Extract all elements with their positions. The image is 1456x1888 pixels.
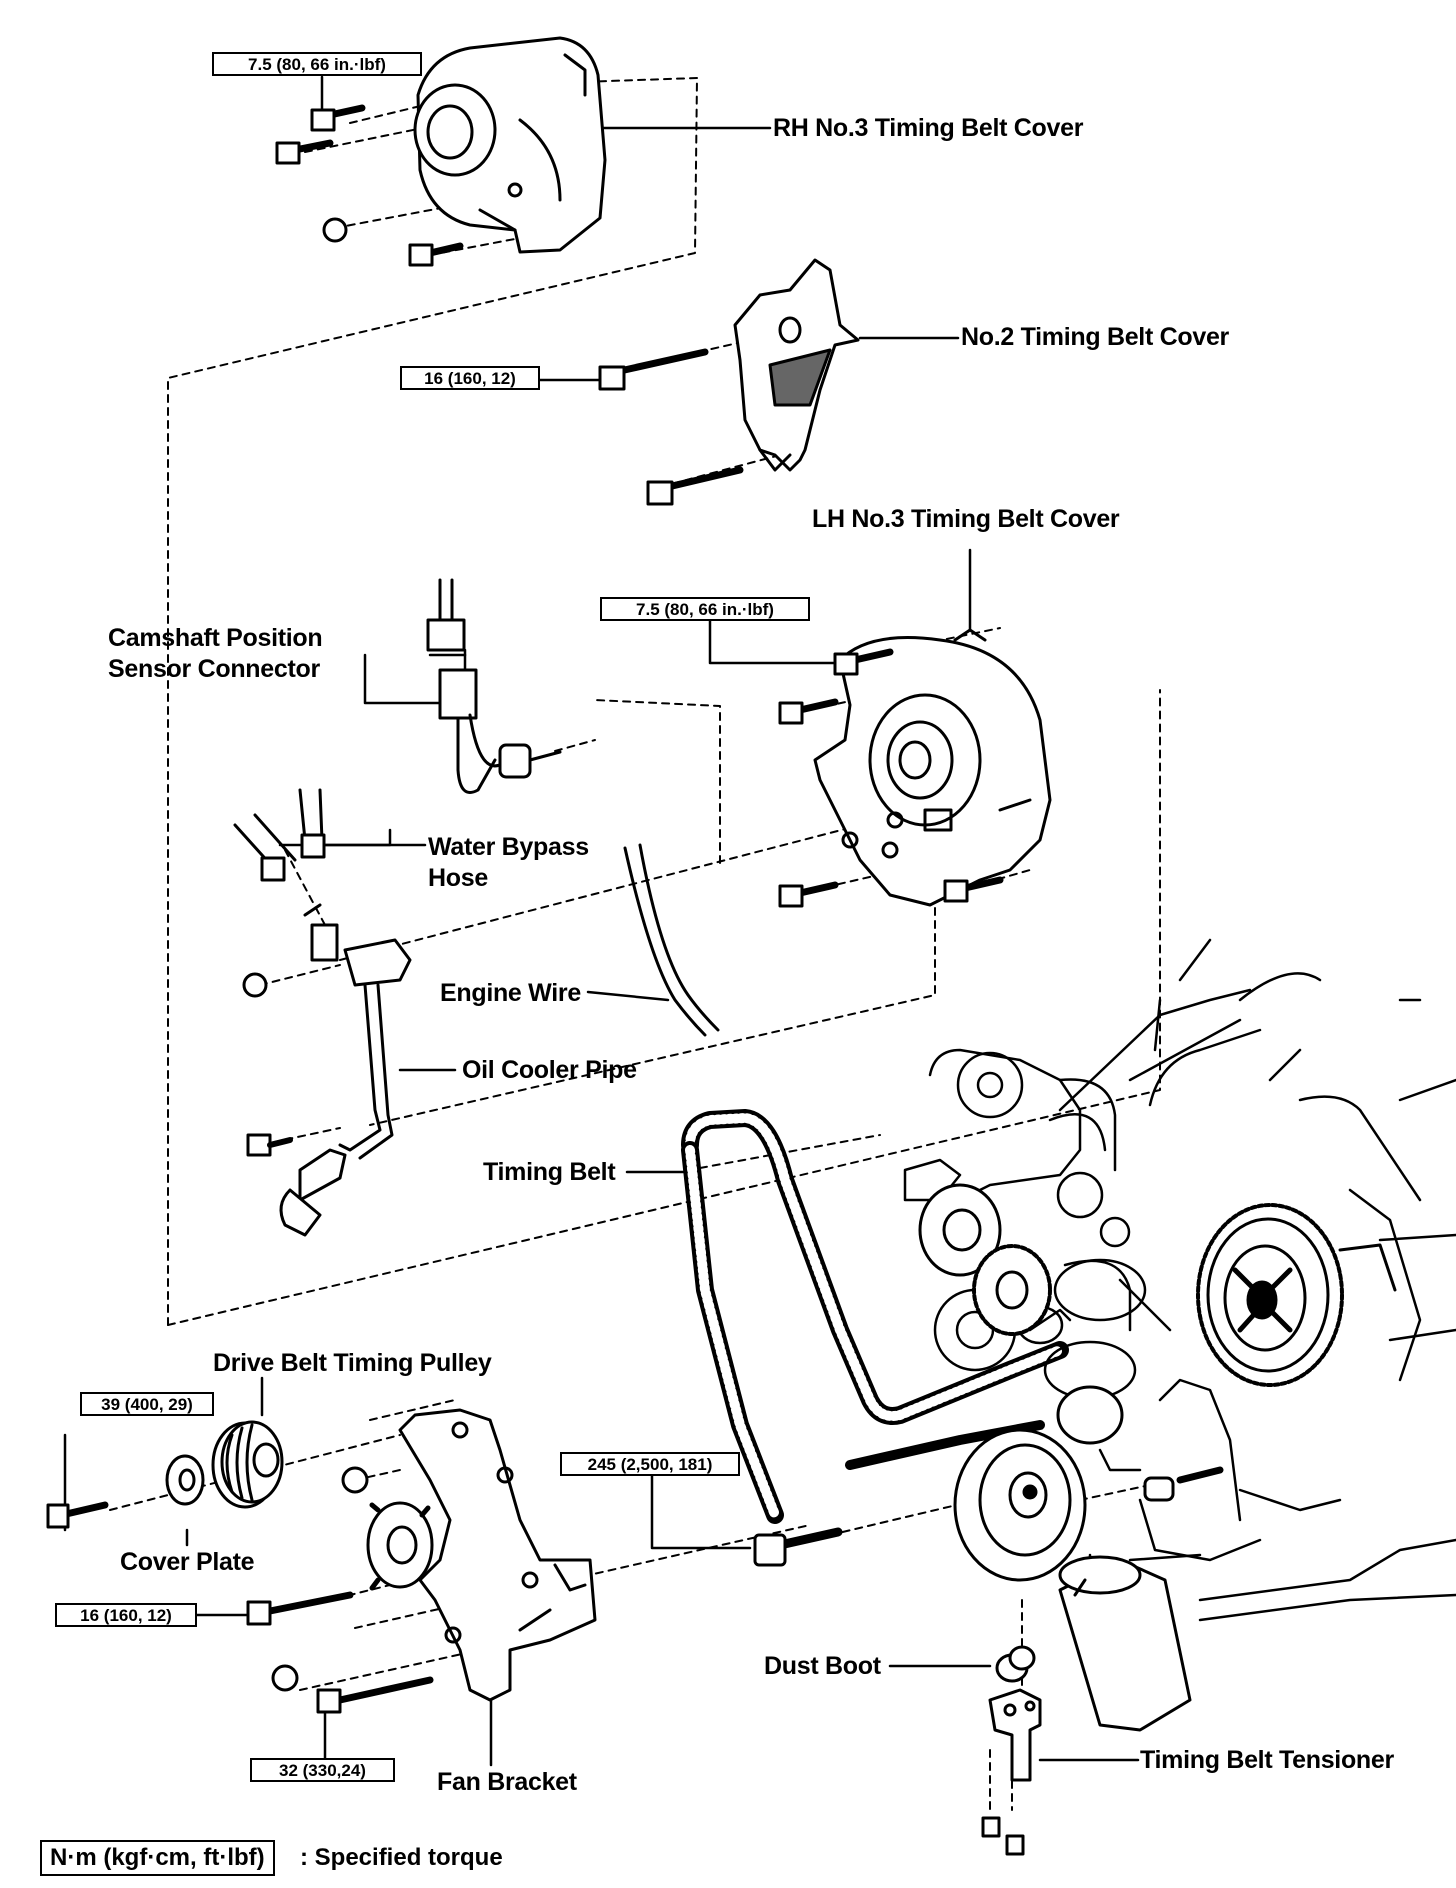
label-oil-cooler-pipe: Oil Cooler Pipe	[462, 1056, 637, 1084]
dust-boot-part	[995, 1645, 1036, 1683]
torque-box-bracket-bolt: 16 (160, 12)	[55, 1603, 197, 1627]
label-timing-belt-tensioner: Timing Belt Tensioner	[1140, 1746, 1394, 1774]
idler-pulleys	[918, 1183, 1124, 1445]
label-lh-no3-timing-belt-cover: LH No.3 Timing Belt Cover	[812, 505, 1120, 533]
torque-box-crank-bolt: 245 (2,500, 181)	[560, 1452, 740, 1476]
camshaft-timing-pulley-right	[1196, 1203, 1397, 1387]
oil-cooler-pipe-part	[242, 903, 412, 1237]
label-water-bypass-line2: Hose	[428, 864, 488, 892]
torque-box-lh-cover: 7.5 (80, 66 in.·lbf)	[600, 597, 810, 621]
timing-belt-part	[681, 1109, 1069, 1524]
legend-torque-unit-box: N·m (kgf·cm, ft·lbf)	[40, 1840, 275, 1876]
label-camshaft-sensor-line1: Camshaft Position	[108, 624, 323, 652]
crank-bolt-part	[753, 1466, 1224, 1567]
lh-no3-cover-part	[813, 628, 1052, 907]
timing-belt-tensioner-part	[981, 1688, 1042, 1856]
torque-box-pulley-bolt: 39 (400, 29)	[80, 1392, 214, 1416]
no2-cover-bolts	[598, 348, 744, 506]
label-no2-timing-belt-cover: No.2 Timing Belt Cover	[961, 323, 1229, 351]
camshaft-sensor-part	[426, 578, 562, 794]
rh-cover-bolts	[275, 104, 464, 267]
label-rh-no3-timing-belt-cover: RH No.3 Timing Belt Cover	[773, 114, 1084, 142]
label-dust-boot: Dust Boot	[764, 1652, 881, 1680]
label-timing-belt: Timing Belt	[483, 1158, 616, 1186]
fan-bracket-bolts	[246, 1466, 434, 1714]
crankshaft-pulley	[953, 1428, 1087, 1582]
label-fan-bracket: Fan Bracket	[437, 1768, 577, 1796]
drive-belt-pulley-part	[211, 1420, 284, 1509]
fan-bracket-part	[366, 1408, 597, 1702]
engine-block	[903, 938, 1456, 1622]
pulley-bolt-part	[46, 1501, 109, 1529]
label-camshaft-sensor-line2: Sensor Connector	[108, 655, 320, 683]
torque-box-no2-cover: 16 (160, 12)	[400, 366, 540, 390]
oil-filter	[1058, 1555, 1192, 1732]
water-bypass-hose-part	[233, 788, 326, 882]
label-cover-plate: Cover Plate	[120, 1548, 255, 1576]
label-drive-belt-timing-pulley: Drive Belt Timing Pulley	[213, 1349, 492, 1377]
legend-specified-torque: : Specified torque	[300, 1844, 503, 1871]
rh-no3-cover-part	[413, 36, 607, 254]
no2-cover-part	[733, 258, 860, 472]
lh-cover-bolts	[778, 648, 1004, 908]
engine-wire-part	[623, 843, 720, 1037]
torque-box-rh-cover: 7.5 (80, 66 in.·lbf)	[212, 52, 422, 76]
torque-box-bracket-lower: 32 (330,24)	[250, 1758, 395, 1782]
cover-plate-part	[165, 1454, 205, 1506]
label-water-bypass-line1: Water Bypass	[428, 833, 589, 861]
label-engine-wire: Engine Wire	[440, 979, 581, 1007]
